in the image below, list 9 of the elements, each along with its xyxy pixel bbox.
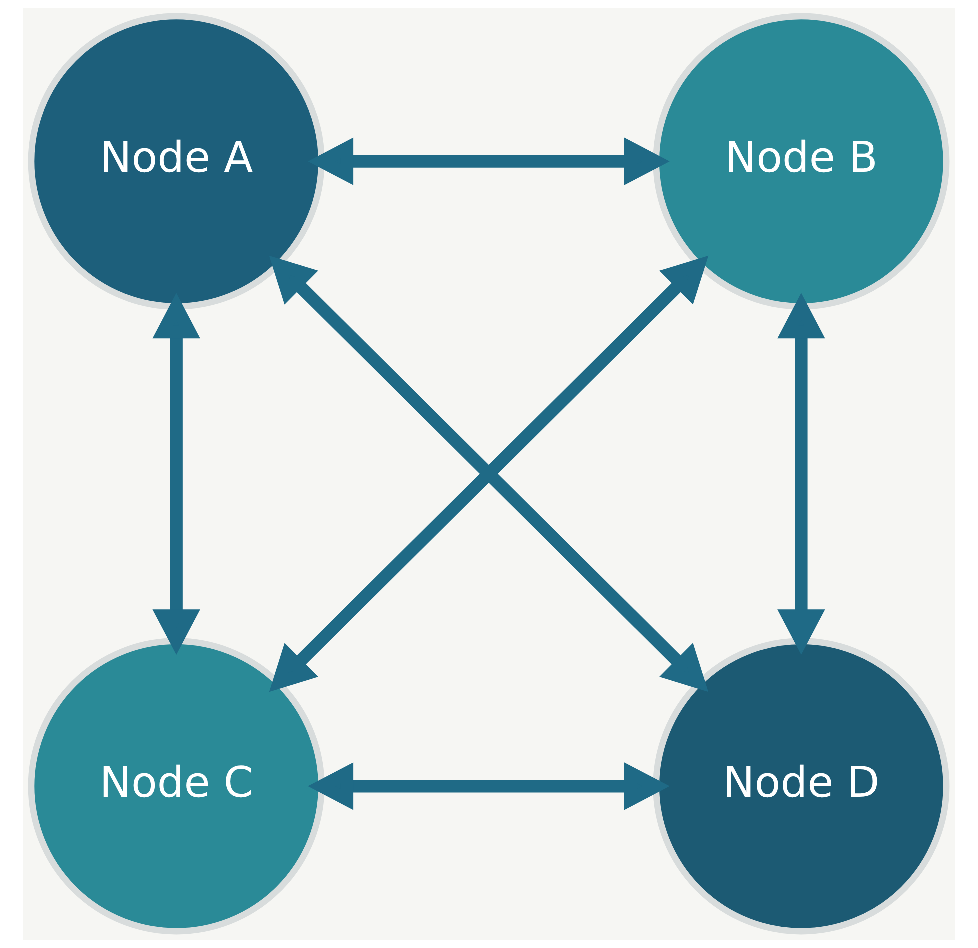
arrow — [778, 293, 826, 655]
node-circle: Node C — [28, 638, 325, 935]
node-circle: Node D — [653, 638, 950, 935]
arrow — [308, 762, 670, 810]
arrow — [269, 256, 709, 692]
arrow — [152, 293, 200, 655]
arrow — [308, 138, 670, 186]
node-circle: Node B — [653, 13, 950, 310]
node-circle: Node A — [28, 13, 325, 310]
